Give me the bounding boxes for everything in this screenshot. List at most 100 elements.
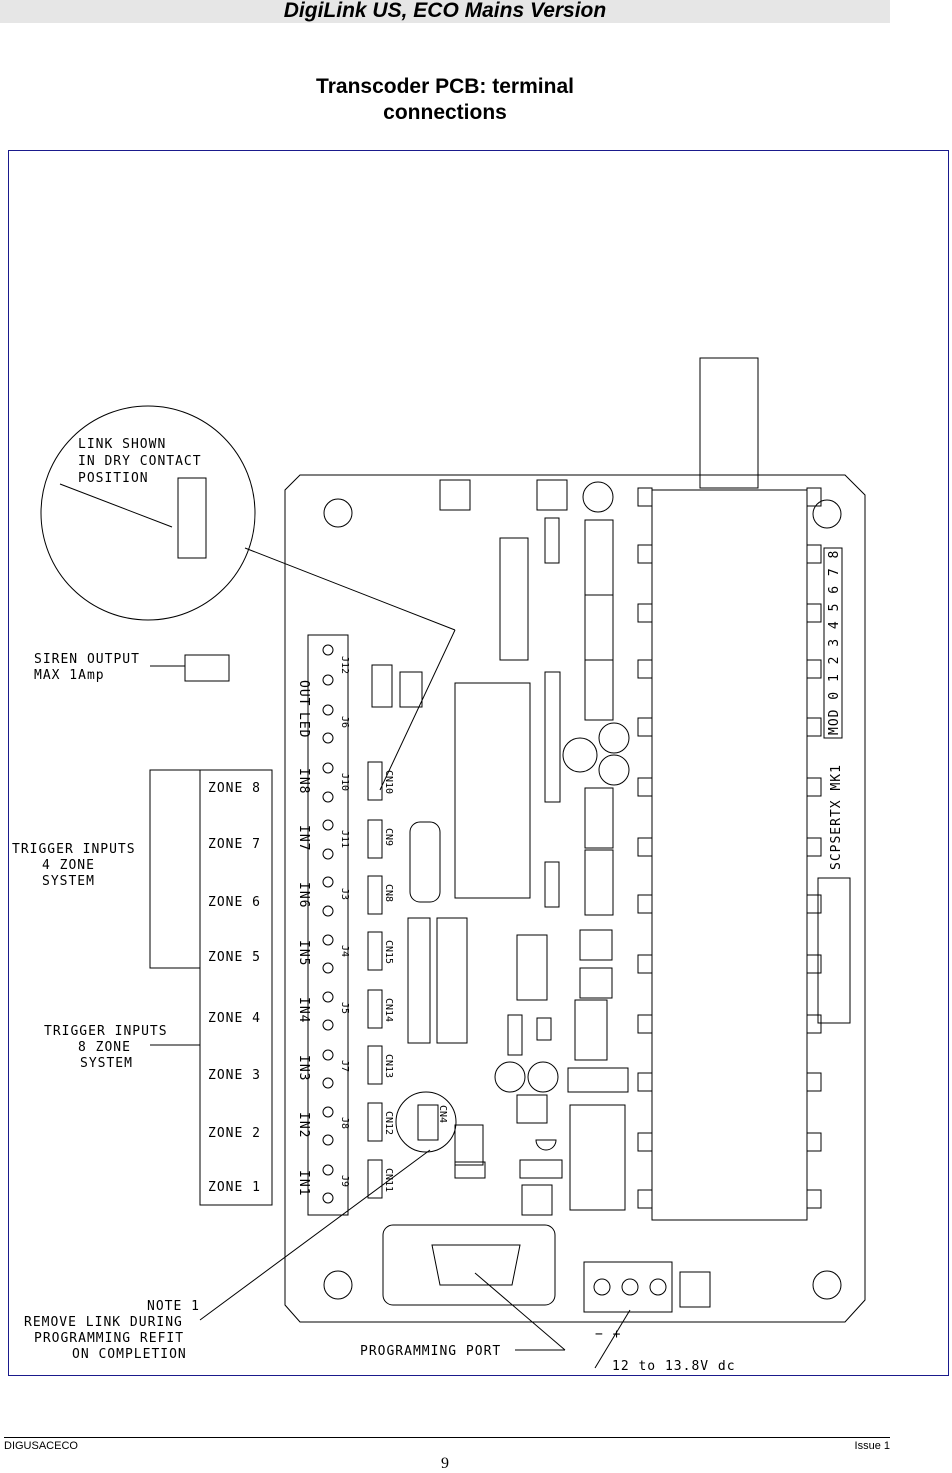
footer-rule (4, 1437, 890, 1438)
svg-text:J5: J5 (339, 1002, 350, 1014)
zone-3-label: ZONE 3 (208, 1068, 261, 1083)
zone-7-label: ZONE 7 (208, 837, 261, 852)
terminal-screws (322, 644, 334, 1204)
radio-module-antenna (699, 357, 759, 489)
zone-8-label: ZONE 8 (208, 781, 261, 796)
svg-text:J4: J4 (339, 945, 350, 957)
power-supply-label: 12 to 13.8V dc (612, 1359, 736, 1374)
ic (407, 917, 431, 1044)
svg-text:J11: J11 (339, 830, 350, 848)
svg-text:J9: J9 (339, 1175, 350, 1187)
radio-module (651, 489, 808, 1221)
svg-text:SYSTEM: SYSTEM (80, 1056, 133, 1071)
ic (436, 917, 468, 1044)
programming-port (431, 1244, 521, 1286)
footer-doc-id: DIGUSACECO (4, 1440, 78, 1452)
svg-text:J6: J6 (339, 716, 350, 728)
cn4-connector (395, 1091, 457, 1153)
jumper-labels: J12 J6 J10 J11 J3 J4 J5 J7 J8 J9 (339, 656, 350, 1187)
page-number: 9 (441, 1455, 449, 1472)
zone-2-label: ZONE 2 (208, 1126, 261, 1141)
ic (516, 934, 548, 1001)
svg-text:TRIGGER INPUTS: TRIGGER INPUTS (44, 1024, 168, 1039)
link-note-label: LINK SHOWN IN DRY CONTACT POSITION (78, 437, 202, 486)
svg-text:IN2: IN2 (296, 1112, 311, 1138)
cn-labels: CN10 CN9 CN8 CN15 CN14 CN13 CN12 CN11 (383, 770, 394, 1192)
power-polarity-label: − + (595, 1327, 621, 1342)
link-jumper (177, 477, 207, 559)
svg-text:IN6: IN6 (296, 882, 311, 908)
zone-6-label: ZONE 6 (208, 895, 261, 910)
svg-text:PROGRAMMING REFIT: PROGRAMMING REFIT (34, 1331, 184, 1346)
svg-text:CN9: CN9 (383, 828, 394, 846)
svg-text:8 ZONE: 8 ZONE (78, 1040, 131, 1055)
mod-label: MOD 0 1 2 3 4 5 6 7 8 (827, 550, 842, 735)
trigger-4-bracket (149, 769, 200, 969)
svg-text:NOTE 1: NOTE 1 (147, 1299, 200, 1314)
svg-text:IN DRY CONTACT: IN DRY CONTACT (78, 454, 202, 469)
svg-text:LED: LED (296, 712, 311, 738)
programming-port-outline (382, 1224, 556, 1306)
pcb-outline (284, 474, 866, 1323)
trigger-4-label: TRIGGER INPUTS 4 ZONE SYSTEM (12, 842, 136, 889)
svg-text:SYSTEM: SYSTEM (42, 874, 95, 889)
terminal-labels: OUT LED IN8 IN7 IN6 IN5 IN4 IN3 IN2 IN1 (296, 680, 311, 1196)
trigger-8-label: TRIGGER INPUTS 8 ZONE SYSTEM (44, 1024, 168, 1071)
page-title-line-1: Transcoder PCB: terminal (316, 75, 574, 98)
svg-text:TRIGGER INPUTS: TRIGGER INPUTS (12, 842, 136, 857)
svg-text:CN14: CN14 (383, 998, 394, 1022)
mount-hole (812, 499, 842, 529)
svg-text:POSITION: POSITION (78, 471, 149, 486)
svg-text:IN4: IN4 (296, 997, 311, 1023)
zone-labels: ZONE 8 ZONE 7 ZONE 6 ZONE 5 ZONE 4 ZONE … (208, 781, 261, 1195)
page-title-line-2: connections (383, 101, 507, 124)
resistor (544, 671, 561, 803)
zone-5-label: ZONE 5 (208, 950, 261, 965)
diagram-frame (8, 150, 949, 1376)
zone-1-label: ZONE 1 (208, 1180, 261, 1195)
svg-text:J8: J8 (339, 1117, 350, 1129)
svg-text:4 ZONE: 4 ZONE (42, 858, 95, 873)
mount-hole (323, 498, 353, 528)
svg-text:IN7: IN7 (296, 825, 311, 851)
svg-text:ON COMPLETION: ON COMPLETION (72, 1347, 187, 1362)
siren-output-label: SIREN OUTPUT MAX 1Amp (34, 652, 140, 683)
board-name-label: SCPSERTX MK1 (829, 764, 844, 870)
svg-text:CN13: CN13 (383, 1054, 394, 1078)
svg-text:LINK SHOWN: LINK SHOWN (78, 437, 166, 452)
svg-text:J7: J7 (339, 1060, 350, 1072)
svg-text:IN3: IN3 (296, 1055, 311, 1081)
svg-text:CN8: CN8 (383, 884, 394, 902)
zone-label-box (199, 769, 273, 1206)
svg-text:CN15: CN15 (383, 940, 394, 964)
link-callout-circle (40, 405, 256, 621)
svg-text:REMOVE LINK DURING: REMOVE LINK DURING (24, 1315, 183, 1330)
document-header: DigiLink US, ECO Mains Version (0, 0, 890, 23)
svg-text:IN1: IN1 (296, 1170, 311, 1196)
svg-text:CN11: CN11 (383, 1168, 394, 1192)
programming-port-label: PROGRAMMING PORT (360, 1344, 501, 1359)
svg-text:J12: J12 (339, 656, 350, 674)
svg-text:CN12: CN12 (383, 1111, 394, 1135)
svg-text:SIREN OUTPUT: SIREN OUTPUT (34, 652, 140, 667)
terminal-block (307, 634, 349, 1216)
main-ic (454, 682, 531, 899)
mount-hole (812, 1270, 842, 1300)
cn-headers (367, 761, 383, 1199)
svg-text:J10: J10 (339, 773, 350, 791)
power-terminal (583, 1261, 673, 1313)
module-pads (637, 487, 822, 1209)
side-connector (817, 877, 851, 1024)
zone-4-label: ZONE 4 (208, 1011, 261, 1026)
mod-selector (823, 547, 843, 739)
svg-text:MAX 1Amp: MAX 1Amp (34, 668, 105, 683)
svg-text:IN5: IN5 (296, 940, 311, 966)
cn4-label: CN4 (437, 1105, 448, 1123)
mount-hole (323, 1270, 353, 1300)
svg-text:OUT: OUT (296, 680, 311, 706)
ic (499, 537, 529, 661)
svg-text:J3: J3 (339, 888, 350, 900)
page-title: Transcoder PCB: terminal connections (0, 74, 890, 126)
footer-issue: Issue 1 (854, 1440, 890, 1452)
